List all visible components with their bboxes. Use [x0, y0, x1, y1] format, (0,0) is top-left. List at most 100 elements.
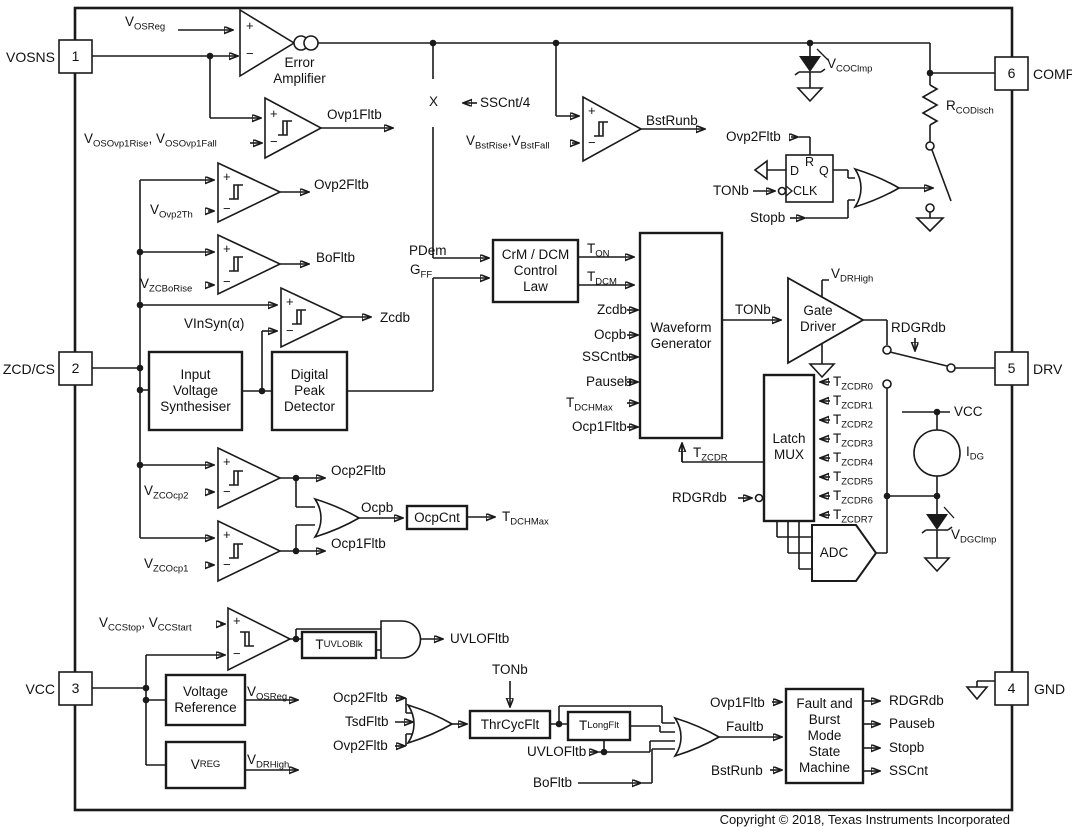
bstrun-comparator — [582, 95, 643, 163]
pin-name-comp: COMP — [1033, 66, 1072, 82]
signal-ocp1fltb-out: Ocp1Fltb — [331, 536, 386, 551]
voltage-reference-label: Voltage Reference — [174, 684, 237, 715]
signal-tzcdr4: TZCDR4 — [833, 450, 873, 469]
idg-current-source-icon — [913, 429, 961, 477]
signal-vcoclmp: VCOClmp — [827, 56, 873, 75]
minus-icon: − — [223, 274, 231, 289]
adc-shape — [811, 524, 878, 582]
signal-faultb: Faultb — [726, 719, 764, 734]
junction-dots — [136, 39, 941, 756]
wires — [92, 42, 995, 784]
pin-6-box — [994, 56, 1029, 91]
ocp1-comparator — [217, 519, 282, 583]
signal-vosovp1: VOSOvp1Rise, VOSOvp1Fall — [84, 131, 217, 150]
signal-vosreg: VOSReg — [125, 14, 166, 33]
signal-sm-pauseb: Pauseb — [889, 716, 935, 731]
switch-lever — [931, 149, 952, 202]
plus-icon: + — [223, 527, 231, 542]
or-gate-fault1 — [406, 703, 454, 745]
signal-tzcdr3: TZCDR3 — [833, 431, 873, 450]
signal-ovp2fltb: Ovp2Fltb — [314, 177, 369, 192]
signal-pdem: PDem — [409, 243, 447, 258]
rdgrdb-inversion-bubble — [754, 493, 764, 503]
pin-number: 6 — [1007, 65, 1016, 82]
or-gate-ocp — [313, 497, 361, 539]
signal-tzcdr0: TZCDR0 — [833, 374, 873, 393]
plus-icon: + — [286, 294, 294, 309]
sense-terminal — [882, 379, 892, 389]
signal-vbst: VBstRise,VBstFall — [466, 133, 550, 152]
signal-tonb-thr: TONb — [492, 662, 528, 677]
state-machine-box — [784, 687, 865, 785]
signal-wg-zcdb: Zcdb — [597, 302, 628, 317]
signal-bofltb-in: BoFltb — [533, 775, 573, 790]
pin-number: 3 — [71, 680, 80, 697]
clk-inversion-bubble — [777, 186, 787, 196]
dff-box — [785, 154, 834, 203]
blocks — [147, 154, 878, 790]
signal-vdrhigh-gd: VDRHigh — [831, 266, 874, 285]
signal-vdrhigh-out: VDRHigh — [247, 752, 290, 771]
minus-icon: − — [223, 484, 231, 499]
copyright-text: Copyright © 2018, Texas Instruments Inco… — [719, 812, 1010, 827]
signal-tzcdr6: TZCDR6 — [833, 488, 873, 507]
signal-bofltb: BoFltb — [316, 250, 356, 265]
signal-tzcdr2: TZCDR2 — [833, 412, 873, 431]
signal-sm-bstrunb: BstRunb — [711, 763, 763, 778]
voltage-reference-box — [164, 673, 247, 727]
signal-tdcm: TDCM — [587, 269, 617, 288]
signal-or1-tsdfltb: TsdFltb — [345, 714, 389, 729]
minus-icon: − — [246, 46, 254, 61]
comparators — [217, 8, 865, 672]
minus-icon: − — [270, 134, 278, 149]
drv-switch-terminal — [882, 345, 892, 355]
signal-sm-stopb: Stopb — [889, 740, 925, 755]
clk-edge-icon — [785, 185, 794, 197]
signal-wg-ocpb: Ocpb — [594, 327, 627, 342]
signal-ocpb: Ocpb — [361, 500, 394, 515]
signal-rdgrdb-lm: RDGRdb — [672, 490, 727, 505]
signal-tdchmax-out: TDCHMax — [502, 509, 549, 528]
thrcycflt-label: ThrCycFlt — [480, 716, 540, 732]
signal-ocp2fltb-out: Ocp2Fltb — [331, 463, 386, 478]
or-gate-fault2 — [673, 716, 721, 758]
plus-icon: + — [233, 613, 241, 628]
signal-uvlofltb-out: UVLOFltb — [450, 631, 510, 646]
signal-sm-rdgrdb: RDGRdb — [889, 693, 944, 708]
arrow-wires — [92, 30, 937, 783]
signal-or1-ocp2fltb: Ocp2Fltb — [333, 690, 388, 705]
dff-clk-label: CLK — [793, 184, 818, 198]
signal-vzcocp1: VZCOcp1 — [144, 556, 189, 575]
thrcycflt-box — [468, 709, 552, 740]
error-amplifier-label: Error Amplifier — [273, 55, 326, 86]
pin-name-zcdcs: ZCD/CS — [2, 361, 55, 377]
pin-number: 4 — [1007, 680, 1016, 697]
signal-wg-pauseb: Pauseb — [586, 374, 632, 389]
pin-number: 1 — [71, 48, 80, 65]
minus-icon: − — [223, 557, 231, 572]
signal-vovp2th: VOvp2Th — [150, 202, 193, 221]
brownout-comparator — [217, 233, 282, 296]
uvlo-comparator — [227, 606, 292, 672]
zcd-comparator — [280, 286, 345, 349]
plus-icon: + — [223, 241, 231, 256]
signal-vdgclmp: VDGClmp — [951, 527, 997, 546]
ivs-label: Input Voltage Synthesiser — [160, 367, 231, 414]
signal-ovp2fltb-ff: Ovp2Fltb — [726, 129, 781, 144]
dpd-label: Digital Peak Detector — [283, 367, 336, 414]
switch-terminal — [925, 203, 935, 213]
hysteresis-icon — [229, 120, 608, 647]
dff-d-label: D — [790, 164, 800, 178]
pin-number: 2 — [71, 360, 80, 377]
pin-name-vcc: VCC — [25, 681, 55, 697]
ground-icon — [965, 686, 989, 701]
pin-1-box — [58, 39, 93, 74]
signal-vccstop: VCCStop, VCCStart — [99, 615, 192, 634]
pin-4-box — [994, 671, 1029, 706]
gate-driver-label: Gate Driver — [800, 303, 836, 334]
pin-3-box — [58, 671, 93, 706]
pin-name-drv: DRV — [1033, 361, 1063, 377]
signal-ovp1fltb: Ovp1Fltb — [327, 107, 382, 122]
